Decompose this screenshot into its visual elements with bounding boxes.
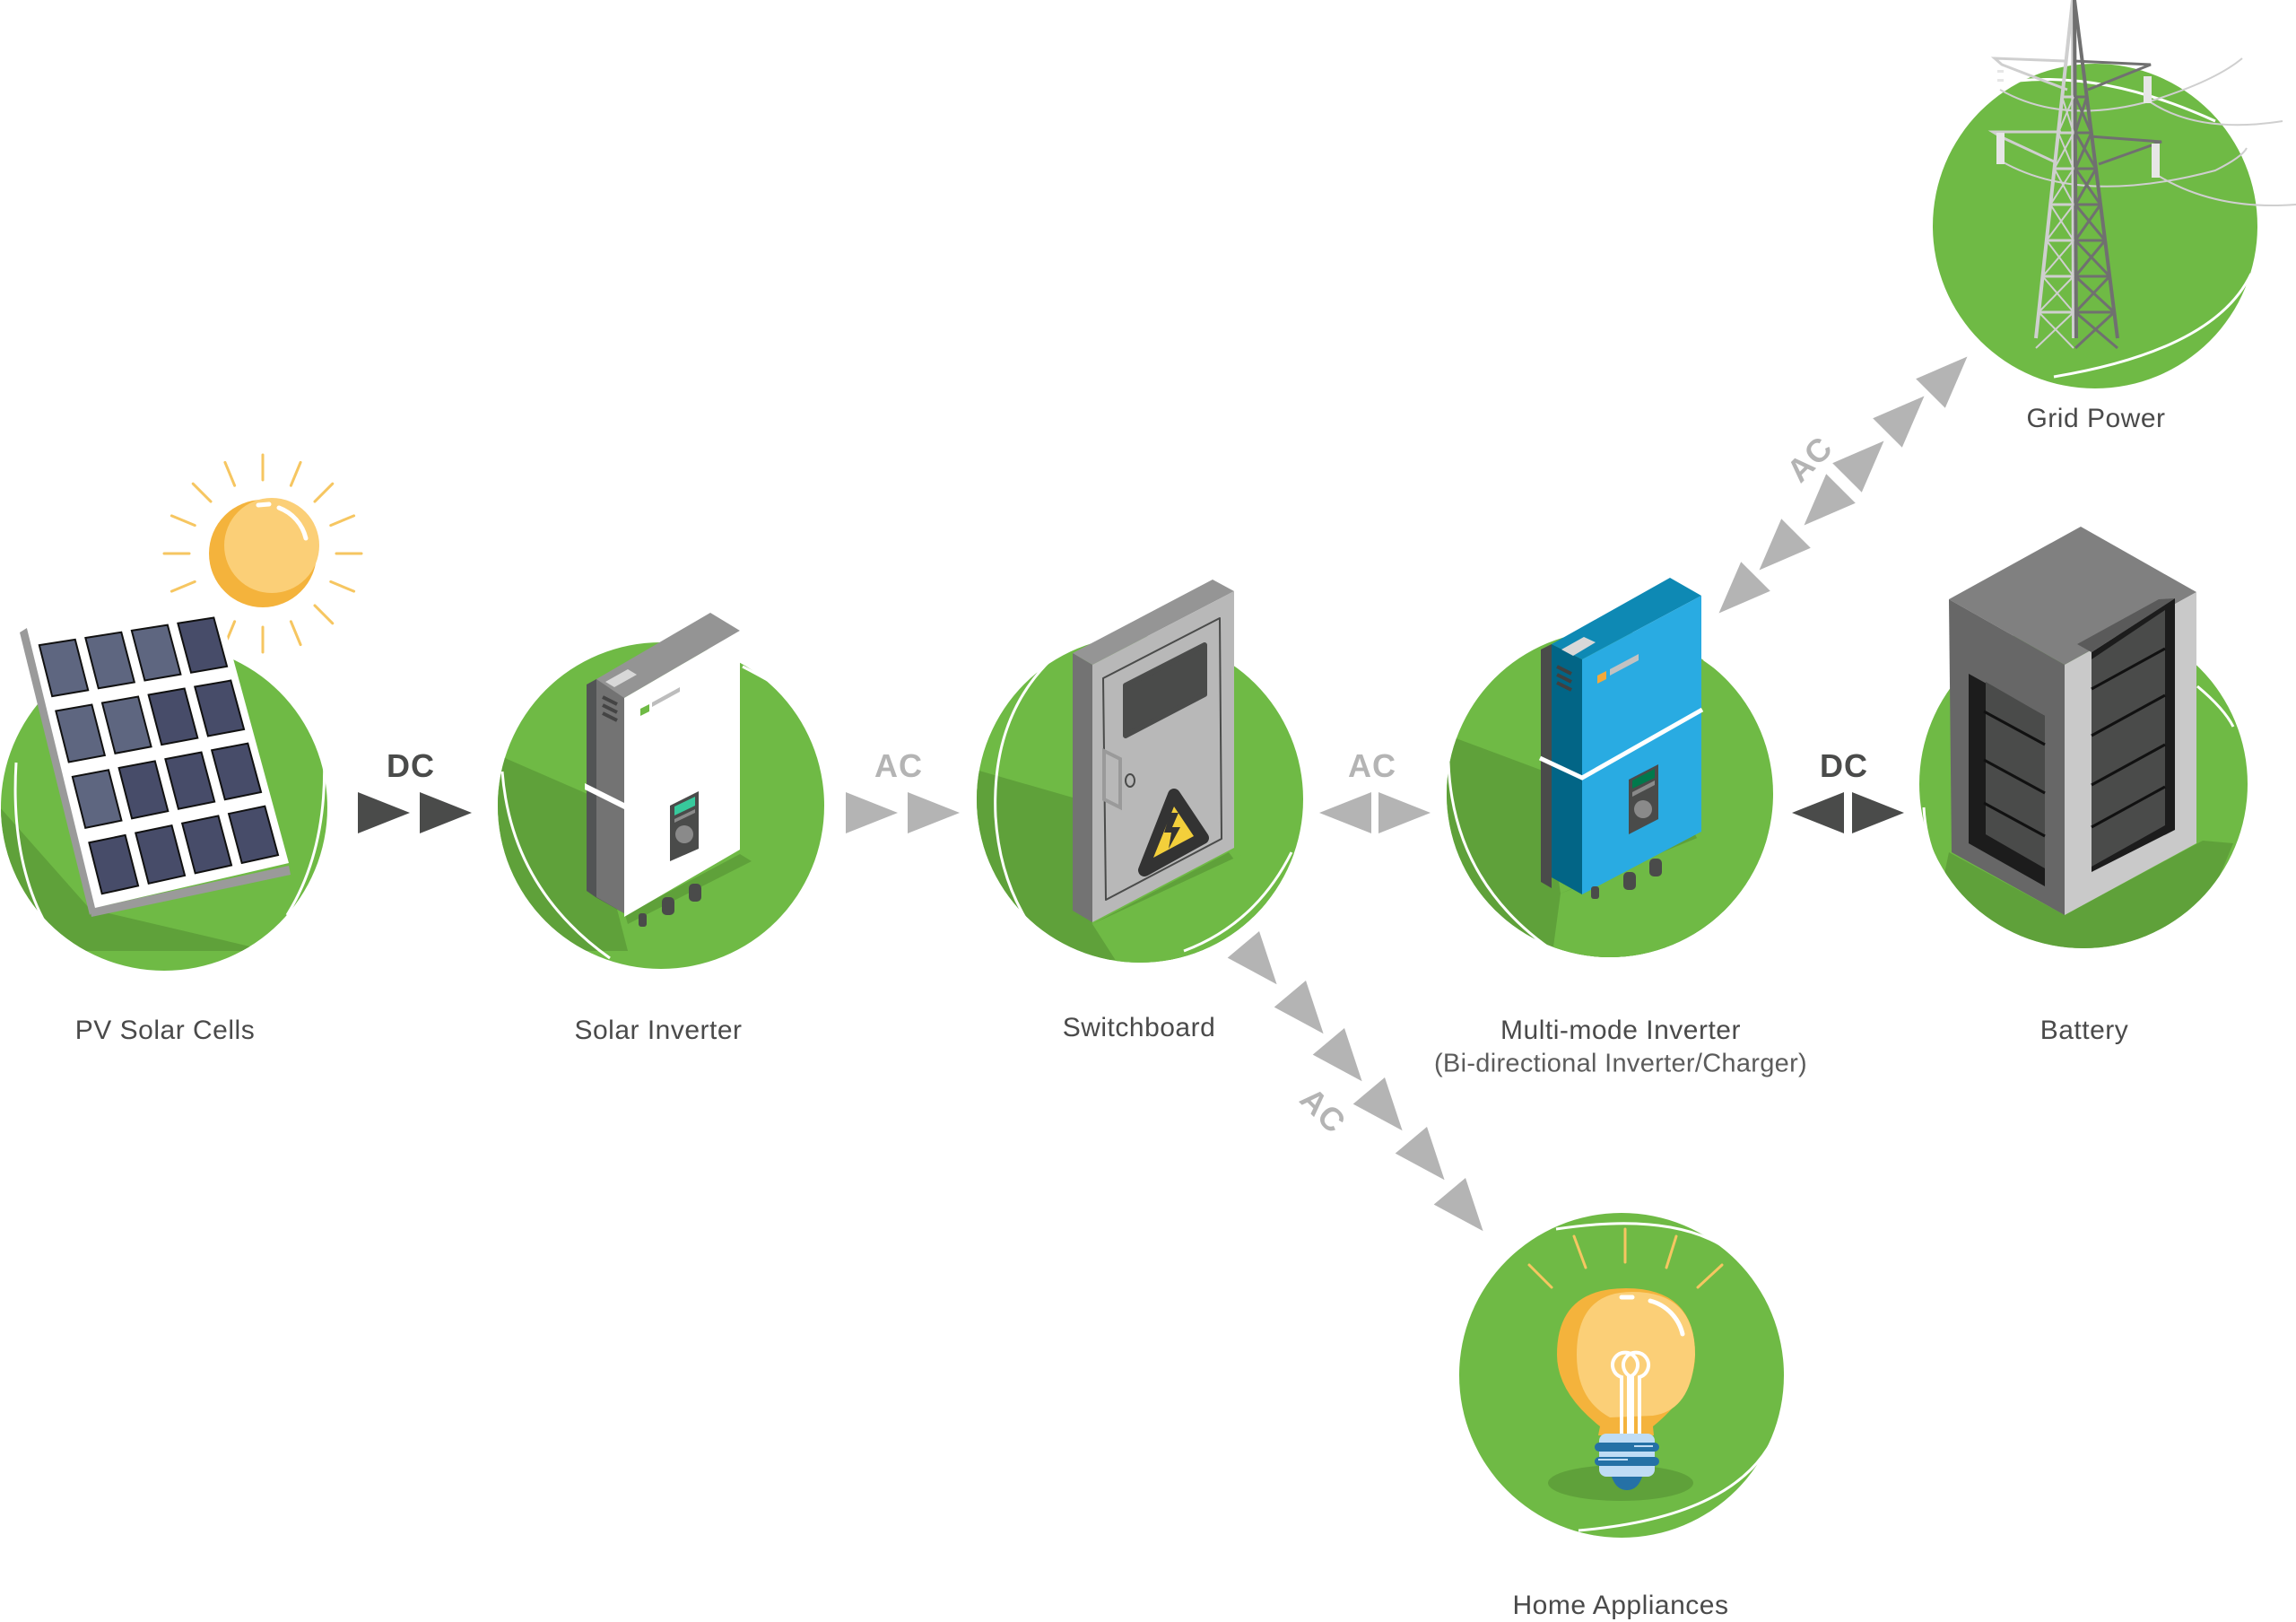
solar-cell: [147, 687, 199, 746]
sun-ray: [329, 514, 356, 528]
solar-cell: [227, 805, 280, 865]
label-grid-power: Grid Power: [2026, 404, 2166, 433]
switchboard-icon: [1073, 580, 1234, 922]
solar-cell: [117, 760, 170, 820]
label-home-appliances: Home Appliances: [1512, 1591, 1729, 1620]
power-tower-icon: [1987, 0, 2296, 350]
arrow-down-right-icon: [1433, 1178, 1483, 1232]
sun-icon: [162, 453, 363, 654]
arrow-down-left-icon: [1718, 562, 1770, 614]
arrow-down-right-icon: [1352, 1077, 1403, 1131]
solar-cell: [55, 703, 107, 763]
node-pv-solar-cells: [1, 453, 363, 971]
current-label-inverter-to-switchboard: AC: [874, 747, 923, 784]
solar-cell: [135, 824, 187, 885]
arrow-right-icon: [846, 792, 898, 833]
node-grid-power: [1933, 0, 2296, 388]
current-label-switchboard-multimode: AC: [1348, 747, 1396, 784]
arrow-down-left-icon: [1804, 474, 1856, 526]
arrow-right-icon: [1378, 792, 1431, 833]
solar-inverter-icon: [585, 613, 752, 927]
node-multimode-inverter: [1447, 578, 1773, 957]
solar-cell: [210, 742, 263, 801]
label-solar-inverter: Solar Inverter: [574, 1016, 743, 1045]
node-switchboard: [977, 580, 1303, 963]
node-home-appliances: [1459, 1213, 1784, 1538]
sun-ray: [223, 460, 237, 487]
solar-cell: [71, 769, 123, 830]
arrow-left-icon: [1792, 792, 1844, 833]
arrow-right-icon: [358, 792, 410, 833]
node-solar-inverter: [498, 613, 824, 969]
multimode-inverter-icon: [1538, 578, 1704, 899]
sun-ray: [313, 604, 335, 625]
solar-cell: [180, 815, 233, 875]
arrow-down-right-icon: [1274, 981, 1324, 1034]
solar-cell: [130, 624, 182, 682]
flow-arrows: [358, 356, 1968, 1232]
label-pv-solar-cells: PV Solar Cells: [74, 1016, 256, 1045]
arrow-up-right-icon: [1873, 396, 1925, 448]
arrow-down-right-icon: [1312, 1028, 1362, 1082]
label-switchboard: Switchboard: [1062, 1013, 1216, 1042]
solar-cell: [88, 833, 140, 895]
arrow-right-icon: [420, 792, 472, 833]
sun-ray: [329, 580, 356, 593]
node-circle: [1933, 64, 2257, 388]
arrow-down-right-icon: [1227, 931, 1277, 985]
solar-cell: [100, 695, 152, 754]
label-multimode-inverter: Multi-mode Inverter: [1500, 1016, 1741, 1045]
solar-cell: [84, 631, 136, 690]
light-bulb-icon: [1527, 1227, 1724, 1501]
label-battery: Battery: [2039, 1016, 2129, 1045]
current-label-multimode-battery: DC: [1820, 747, 1868, 784]
sun-ray: [313, 482, 335, 503]
node-battery: [1919, 527, 2248, 948]
solar-panel-icon: [20, 599, 291, 917]
sun-ray: [170, 580, 196, 593]
sun-ray: [170, 514, 196, 528]
arrow-down-left-icon: [1759, 519, 1811, 571]
arrow-right-icon: [1852, 792, 1904, 833]
arrow-left-icon: [1319, 792, 1371, 833]
current-label-pv-to-inverter: DC: [387, 747, 435, 784]
solar-cell: [164, 751, 216, 810]
arrow-right-icon: [908, 792, 960, 833]
arrow-up-right-icon: [1916, 356, 1968, 408]
solar-cell: [193, 679, 246, 737]
label-multimode-inverter-subtitle: (Bi-directional Inverter/Charger): [1433, 1049, 1808, 1078]
sun-ray: [289, 620, 302, 647]
arrow-up-right-icon: [1832, 440, 1884, 493]
sun-ray: [289, 460, 302, 487]
battery-icon: [1949, 527, 2196, 915]
solar-cell: [38, 638, 90, 698]
arrow-down-right-icon: [1395, 1127, 1445, 1181]
solar-cell: [177, 616, 229, 674]
sun-ray: [191, 482, 213, 503]
